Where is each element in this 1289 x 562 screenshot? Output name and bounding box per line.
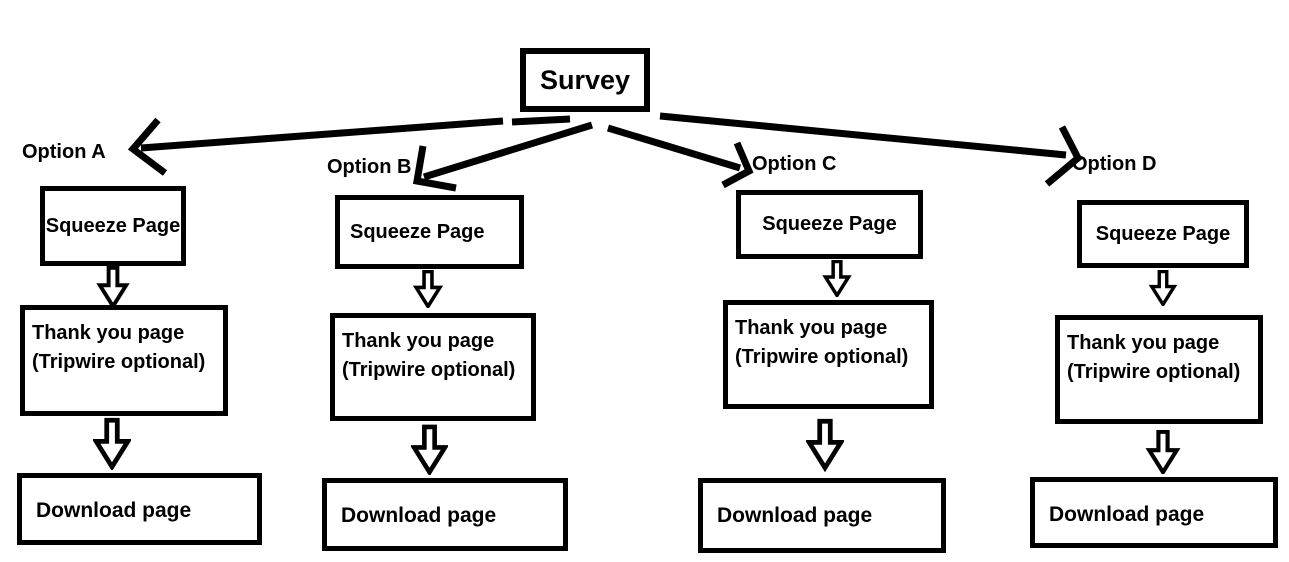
squeeze-page-label-d: Squeeze Page — [1095, 222, 1231, 245]
option-label-b: Option B — [327, 156, 412, 178]
down-block-arrow-icon — [1145, 430, 1181, 474]
squeeze-page-label-b: Squeeze Page — [350, 220, 485, 243]
branch-arrow-a-line — [140, 115, 571, 152]
download-page-label-b: Download page — [341, 504, 497, 527]
thank-you-node-c: Thank you page (Tripwire optional) — [723, 300, 934, 409]
thank-you-line2-a: (Tripwire optional) — [32, 351, 206, 373]
option-label-c: Option C — [752, 153, 837, 175]
down-block-arrow-icon — [411, 424, 448, 475]
squeeze-page-node-d: Squeeze Page — [1077, 200, 1249, 268]
branch-arrow-c-line — [606, 124, 742, 172]
thank-you-line2-b: (Tripwire optional) — [342, 359, 516, 381]
thank-you-line1-d: Thank you page — [1067, 332, 1220, 354]
down-block-arrow-icon — [806, 418, 844, 473]
download-page-node-c: Download page — [698, 478, 946, 553]
branch-arrow-d-head — [1044, 125, 1083, 187]
thank-you-line1-a: Thank you page — [32, 322, 185, 344]
down-block-arrow-icon — [93, 417, 131, 470]
squeeze-page-node-b: Squeeze Page — [335, 195, 524, 269]
download-page-node-a: Download page — [17, 473, 262, 545]
branch-arrow-c-head — [721, 141, 754, 189]
branch-arrow-b-line — [422, 121, 594, 181]
thank-you-line2-d: (Tripwire optional) — [1067, 361, 1241, 383]
squeeze-page-label-a: Squeeze Page — [45, 214, 181, 237]
option-label-d: Option D — [1072, 153, 1157, 175]
option-label-a: Option A — [22, 141, 106, 163]
squeeze-page-node-a: Squeeze Page — [40, 186, 186, 266]
download-page-label-c: Download page — [717, 504, 873, 527]
download-page-label-d: Download page — [1049, 503, 1205, 526]
thank-you-line2-c: (Tripwire optional) — [735, 346, 909, 368]
down-block-arrow-icon — [96, 266, 130, 308]
down-block-arrow-icon — [1148, 270, 1178, 306]
download-page-label-a: Download page — [36, 499, 192, 522]
squeeze-page-node-c: Squeeze Page — [736, 190, 923, 259]
down-block-arrow-icon — [822, 260, 852, 297]
thank-you-line1-c: Thank you page — [735, 317, 888, 339]
branch-arrow-d-line — [659, 112, 1067, 159]
thank-you-node-a: Thank you page (Tripwire optional) — [20, 305, 228, 416]
thank-you-line1-b: Thank you page — [342, 330, 495, 352]
down-block-arrow-icon — [412, 270, 444, 308]
survey-node: Survey — [520, 48, 650, 112]
squeeze-page-label-c: Squeeze Page — [762, 213, 897, 235]
download-page-node-d: Download page — [1030, 477, 1278, 548]
branch-arrow-b-head — [412, 145, 457, 192]
thank-you-node-d: Thank you page (Tripwire optional) — [1055, 315, 1263, 424]
branch-arrow-a-head — [127, 117, 168, 176]
thank-you-node-b: Thank you page (Tripwire optional) — [330, 313, 536, 421]
download-page-node-b: Download page — [322, 478, 568, 551]
survey-label: Survey — [539, 64, 631, 95]
